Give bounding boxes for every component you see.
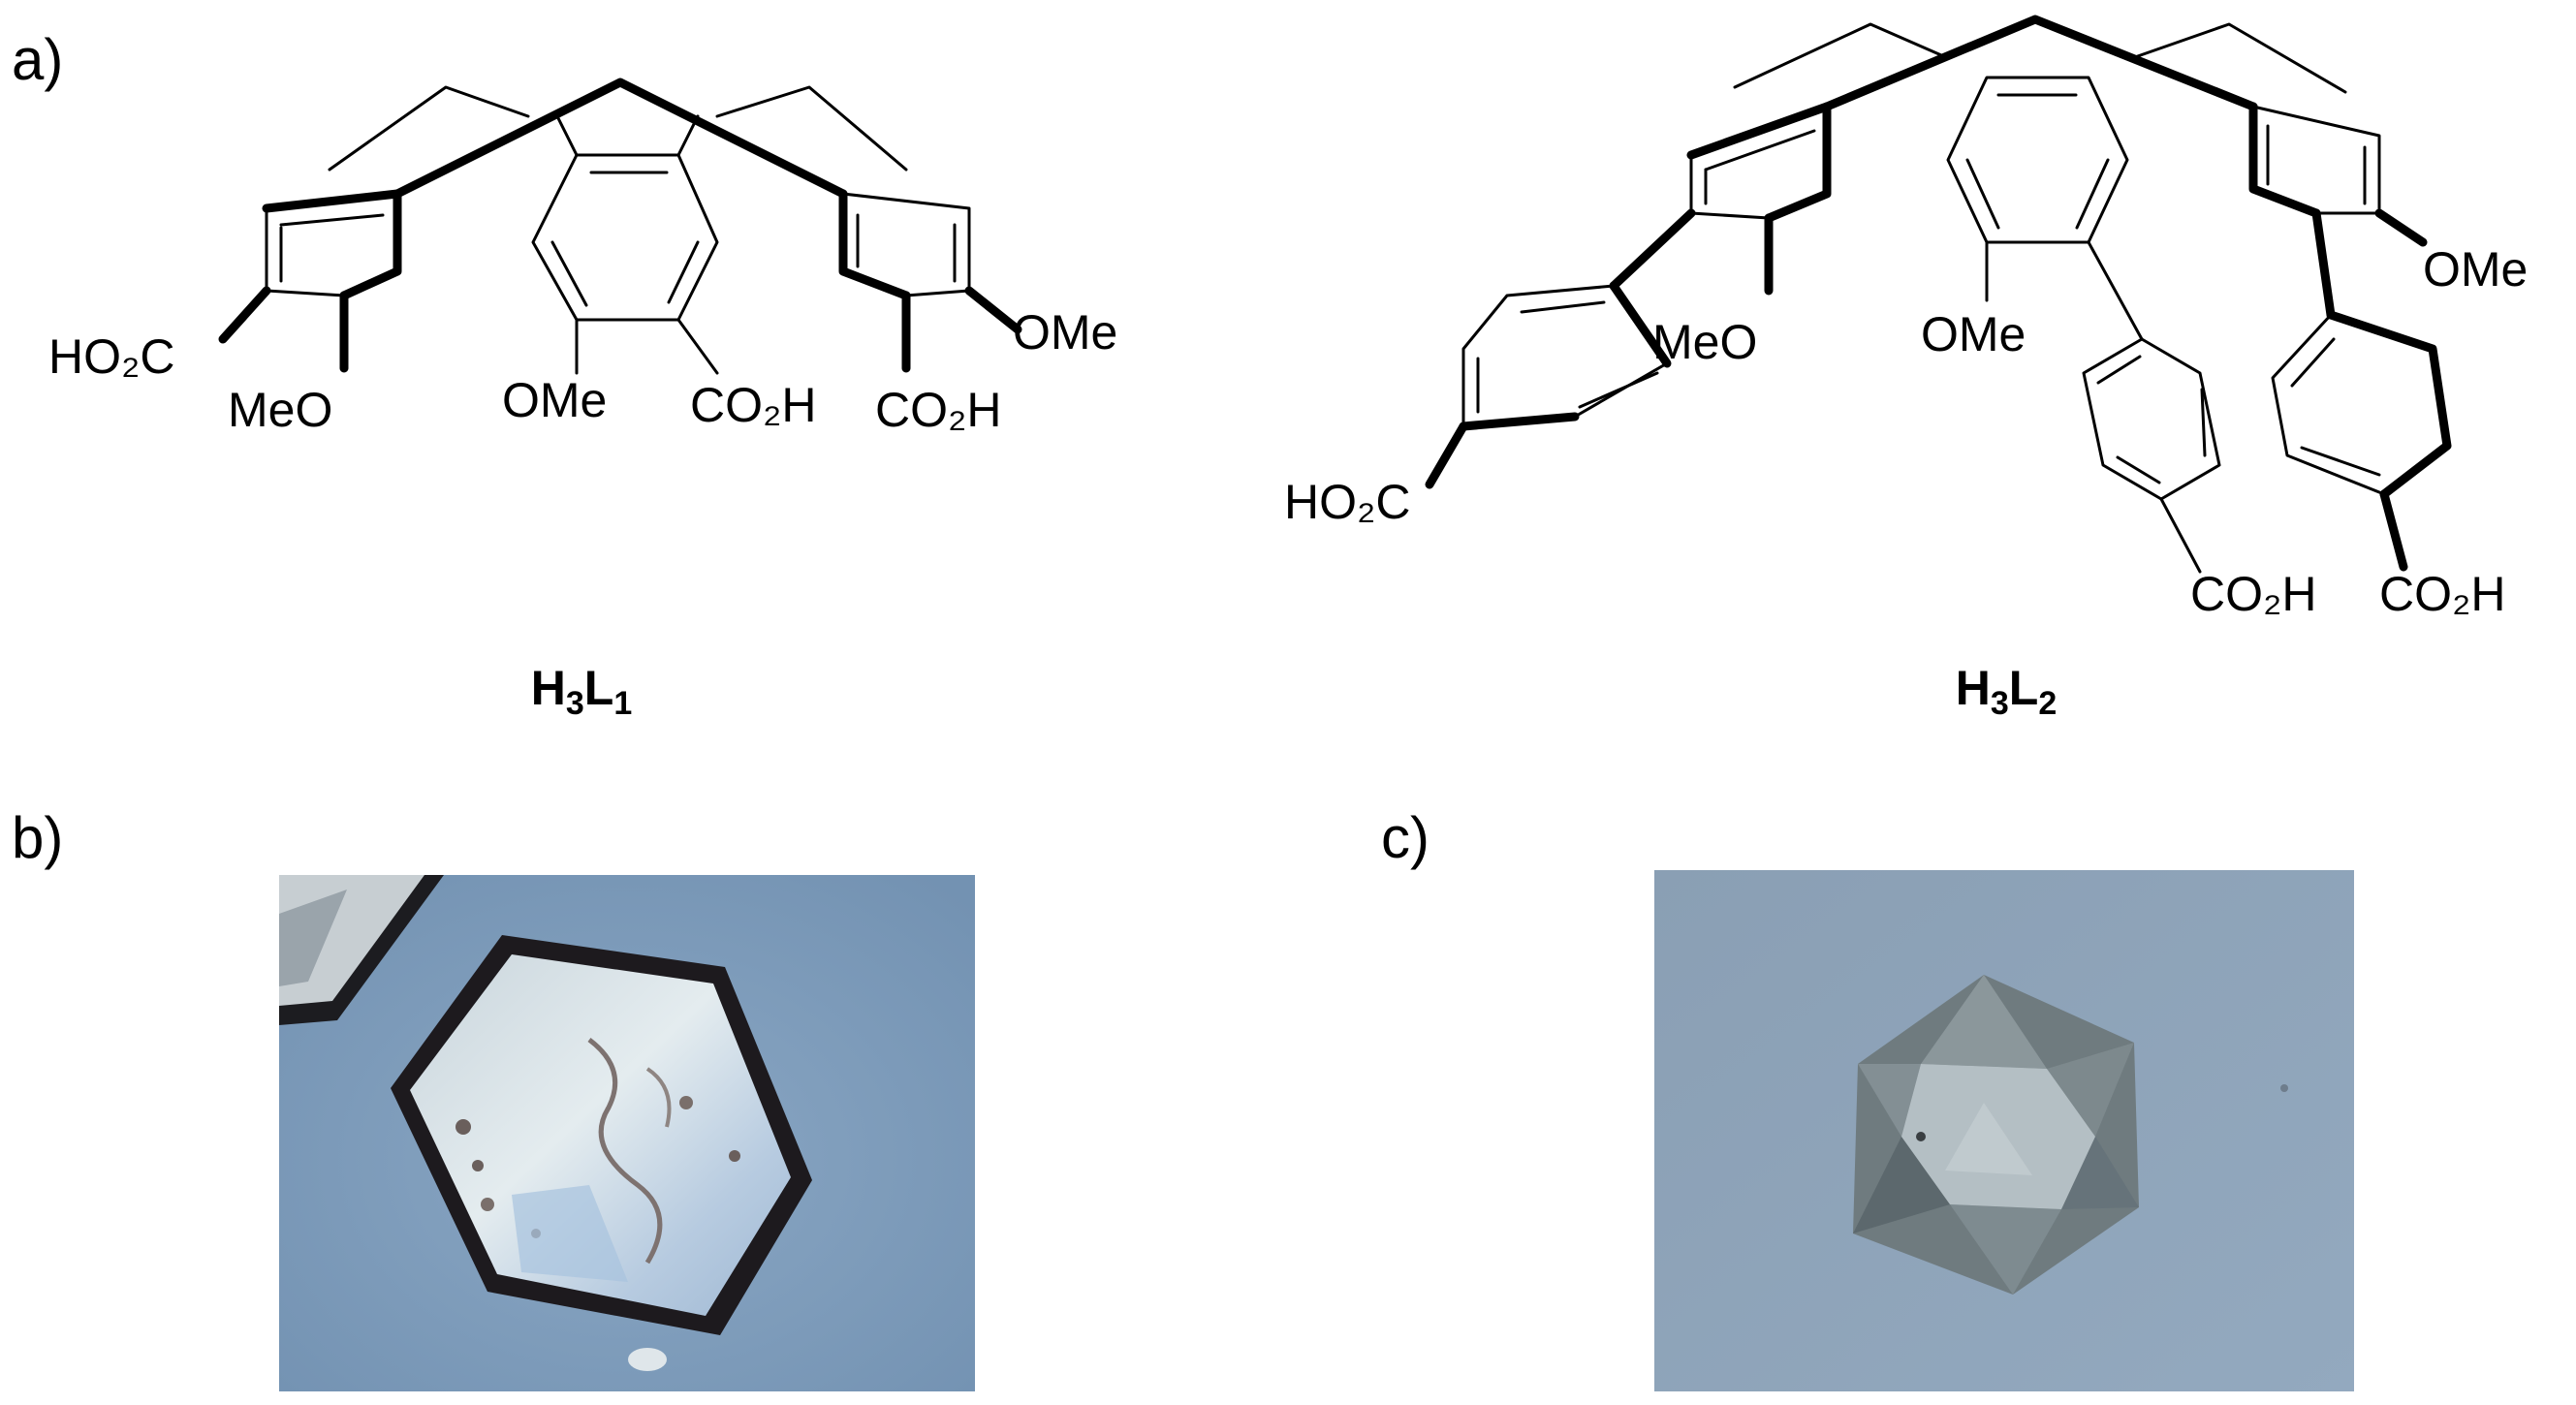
crystal-image-c — [1654, 870, 2354, 1391]
compound-1-mid: L — [583, 661, 614, 715]
label-ome-l2-center: OMe — [1921, 307, 2026, 361]
panel-label-a: a) — [12, 27, 64, 92]
structure-h3l2-labels: MeO OMe OMe HO₂C CO₂H CO₂H — [1284, 242, 2528, 621]
compound-1-sub-2: 1 — [613, 685, 633, 722]
label-ome-l1-center: OMe — [502, 373, 607, 427]
compound-label-h3l2: H3L2 — [1956, 664, 2058, 728]
label-ome-l2-right: OMe — [2423, 242, 2528, 297]
label-co2h-l2-center: CO₂H — [2190, 567, 2317, 621]
panel-label-c: c) — [1381, 805, 1429, 870]
label-co2h-l2-right: CO₂H — [2379, 567, 2506, 621]
structure-h3l1 — [218, 78, 1022, 375]
label-ho2c-l1: HO₂C — [48, 329, 175, 384]
label-meo-l2: MeO — [1652, 315, 1757, 369]
compound-1-sub-1: 3 — [565, 685, 584, 722]
crystal-photo-b — [279, 875, 975, 1391]
structure-h3l1-labels: HO₂C MeO OMe CO₂H CO₂H OMe — [48, 305, 1117, 437]
label-co2h-l1-right: CO₂H — [875, 383, 1002, 437]
panel-label-b: b) — [12, 805, 64, 870]
structure-h3l2 — [1425, 15, 2452, 574]
compound-2-mid: L — [2008, 661, 2039, 715]
compound-2-base: H — [1955, 661, 1991, 715]
label-meo-l1: MeO — [228, 383, 332, 437]
compound-label-h3l1: H3L1 — [531, 664, 633, 728]
crystal-photo-c — [1654, 870, 2354, 1391]
compound-2-sub-1: 3 — [1990, 685, 2009, 722]
crystal-image-b — [279, 875, 975, 1391]
chemical-structures: HO₂C MeO OMe CO₂H CO₂H OMe — [48, 15, 2528, 621]
compound-1-base: H — [530, 661, 566, 715]
label-ome-l1-right: OMe — [1013, 305, 1117, 359]
label-co2h-l1-center: CO₂H — [690, 378, 817, 432]
compound-2-sub-2: 2 — [2038, 685, 2058, 722]
label-ho2c-l2: HO₂C — [1284, 475, 1411, 529]
